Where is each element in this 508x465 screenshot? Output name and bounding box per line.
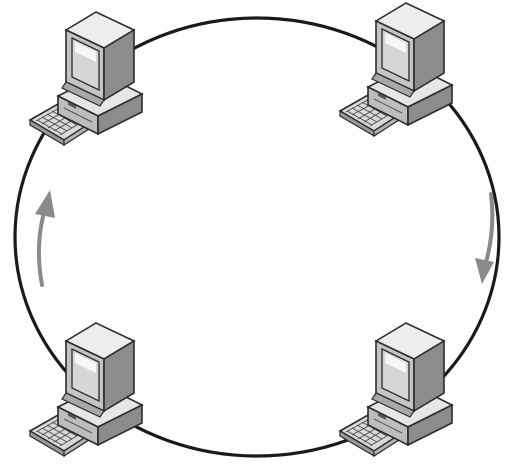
- computer-node-top-right: [339, 2, 453, 137]
- right-flow-arrow: [475, 192, 495, 284]
- ring-cable: [13, 16, 501, 458]
- desktop-computer-icon: [339, 322, 453, 457]
- computer-node-bottom-right: [339, 322, 453, 457]
- computer-node-top-left: [29, 11, 143, 146]
- desktop-computer-icon: [29, 11, 143, 146]
- desktop-computer-icon: [339, 2, 453, 137]
- left-flow-arrow: [35, 190, 55, 287]
